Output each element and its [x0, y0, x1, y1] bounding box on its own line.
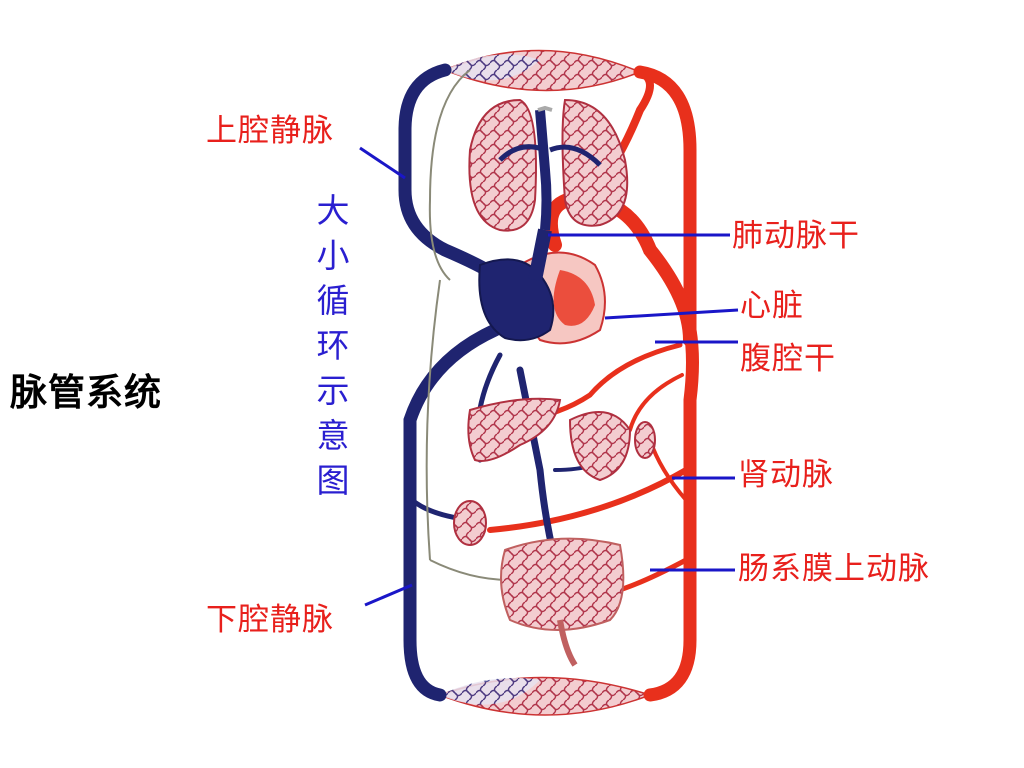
intestines — [500, 537, 625, 667]
heart — [478, 228, 606, 345]
label-superior-mesenteric-artery: 肠系膜上动脉 — [738, 551, 930, 587]
upper-capillary-bed — [443, 49, 642, 92]
label-renal-artery: 肾动脉 — [738, 457, 834, 493]
label-heart: 心脏 — [740, 288, 804, 324]
label-celiac-trunk: 腹腔干 — [740, 341, 836, 377]
stomach — [568, 411, 656, 482]
leader-lines — [359, 146, 739, 607]
liver — [467, 397, 562, 462]
label-inferior-vena-cava: 下腔静脉 — [206, 602, 334, 638]
lungs — [468, 98, 629, 232]
lower-capillary-bed — [437, 676, 653, 716]
kidney — [453, 500, 487, 546]
label-superior-vena-cava: 上腔静脉 — [206, 113, 334, 149]
diagram-caption: 大小循环示意图 — [316, 191, 350, 500]
label-pulmonary-trunk: 肺动脉干 — [732, 218, 860, 254]
page-title: 脉管系统 — [10, 371, 162, 414]
